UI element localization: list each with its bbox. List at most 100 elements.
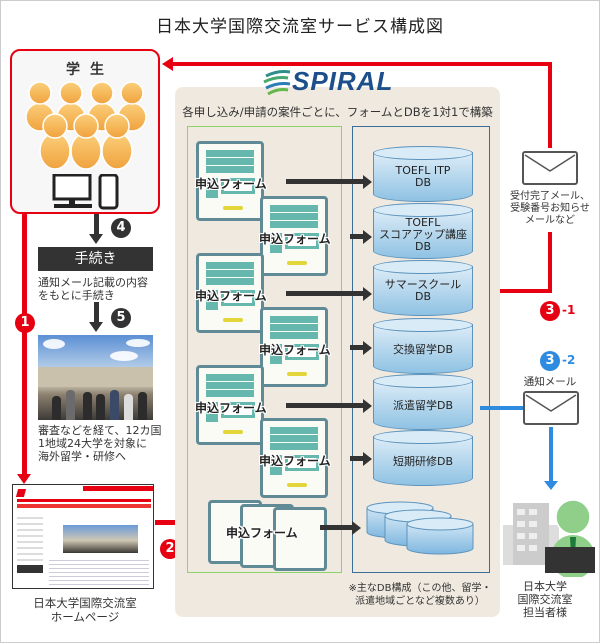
homepage-thumbnail[interactable] (12, 484, 154, 589)
form-label: 申込フォーム (259, 232, 331, 246)
database-label-line1: 交換留学DB (392, 343, 454, 356)
staff-label-line1: 日本大学 (523, 580, 567, 593)
database-label-line3: DB (414, 240, 432, 253)
diagram-title: 日本大学国際交流室サービス構成図 (156, 17, 444, 37)
form-to-db-line (286, 179, 364, 184)
database-label: 派遣留学DB (373, 400, 473, 412)
result-desc-line2: 1地域24大学を対象に (38, 437, 147, 450)
form-to-db-arrow-bottom (352, 521, 361, 535)
form-label-bottom: 申込フォーム (226, 526, 298, 540)
form-label: 申込フォーム (195, 177, 267, 191)
database-label-line1: TOEFL (405, 216, 441, 229)
database-label-line2: DB (414, 176, 432, 189)
database-label-line1: 派遣留学DB (392, 399, 454, 412)
db-note-line2: 派遣地域ごとなど複数あり） (355, 596, 485, 607)
form-to-db-line (350, 234, 364, 239)
form-to-db-arrow (363, 451, 372, 466)
blue-flow-line-db (480, 406, 524, 410)
application-form-icon (196, 365, 264, 445)
homepage-label-line2: ホームページ (50, 610, 120, 624)
application-form-icon (273, 507, 327, 571)
form-to-db-arrow (363, 174, 372, 189)
step-4-arrow-head (89, 234, 103, 244)
form-to-db-arrow (363, 229, 372, 244)
database-label-line2: スコアアップ講座 (379, 228, 467, 241)
application-form-icon (260, 196, 328, 276)
procedure-desc-line1: 通知メール記載の内容 (38, 276, 148, 289)
person-icon (101, 113, 133, 170)
red-arrow-head-left (162, 57, 173, 71)
person-icon (70, 113, 102, 170)
multi-db-icon (366, 501, 474, 555)
database-label-line2: DB (414, 290, 432, 303)
smartphone-icon (98, 174, 119, 210)
database-cylinder: 短期研修DB (373, 430, 473, 486)
mail-2-label: 通知メール (523, 376, 577, 388)
step-3-2-suffix: -2 (562, 353, 576, 367)
blue-flow-line-down (549, 427, 553, 483)
red-flow-line-right-lower (548, 232, 552, 292)
person-icon (39, 113, 71, 170)
form-label: 申込フォーム (259, 454, 331, 468)
mail-1-line3: メールなど (525, 215, 575, 226)
devices (52, 174, 119, 210)
staff-label-line2: 国際交流室 (517, 593, 573, 606)
database-label-line1: 短期研修DB (392, 455, 454, 468)
step-3-2-badge: 3 (540, 351, 560, 371)
database-label: 短期研修DB (373, 456, 473, 468)
database-label-line1: TOEFL ITP (395, 164, 451, 177)
form-to-db-line-bottom (320, 525, 354, 530)
database-cylinder: 派遣留学DB (373, 374, 473, 430)
result-desc-line3: 海外留学・研修へ (38, 450, 126, 463)
red-flow-line-2 (155, 520, 177, 525)
staff-label-line3: 担当者様 (523, 606, 567, 619)
result-desc: 審査などを経て、12カ国 1地域24大学を対象に 海外留学・研修へ (38, 424, 163, 463)
form-to-db-arrow (363, 340, 372, 355)
form-to-db-arrow (363, 398, 372, 413)
students-group (25, 81, 147, 170)
step-5-badge: 5 (111, 308, 131, 328)
students-title: 学生 (66, 62, 114, 78)
procedure-desc-line2: をもとに手続き (38, 289, 115, 302)
step-3-1-badge: 3 (540, 301, 560, 321)
mail-icon (522, 151, 578, 185)
result-desc-line1: 審査などを経て、12カ国 (38, 424, 162, 437)
application-form-icon (260, 307, 328, 387)
spiral-logo-icon (263, 70, 291, 96)
mail-icon (523, 391, 579, 425)
homepage-label: 日本大学国際交流室 ホームページ (0, 596, 170, 624)
form-to-db-line (350, 345, 364, 350)
mail-1-line1: 受付完了メール、 (510, 191, 590, 202)
database-label: 交換留学DB (373, 344, 473, 356)
students-box: 学生 (10, 49, 160, 214)
computer-icon (52, 174, 92, 208)
blue-arrow-head-down (544, 481, 558, 490)
red-flow-line-top (172, 62, 552, 66)
form-to-db-arrow (363, 286, 372, 301)
application-form-icon (196, 141, 264, 221)
laptop-icon (545, 547, 595, 573)
mail-1-text: 受付完了メール、 受験番号お知らせ メールなど (500, 191, 600, 227)
staff-label: 日本大学 国際交流室 担当者様 (490, 580, 600, 619)
spiral-logo: SPIRAL (262, 66, 402, 98)
application-form-icon (260, 418, 328, 498)
homepage-label-line1: 日本大学国際交流室 (33, 596, 137, 610)
red-flow-line-right (548, 62, 552, 148)
form-label: 申込フォーム (195, 289, 267, 303)
study-abroad-photo (38, 335, 153, 420)
nihon-univ-logo-icon (15, 489, 27, 497)
step-1-badge: 1 (15, 313, 35, 333)
procedure-label: 手続き (38, 247, 153, 271)
spiral-logo-text: SPIRAL (292, 66, 394, 96)
database-icon (406, 517, 474, 555)
step-4-arrow-line (94, 214, 99, 236)
form-label: 申込フォーム (259, 343, 331, 357)
red-flow-line-1 (22, 214, 27, 476)
mail-1-line2: 受験番号お知らせ (510, 203, 590, 214)
